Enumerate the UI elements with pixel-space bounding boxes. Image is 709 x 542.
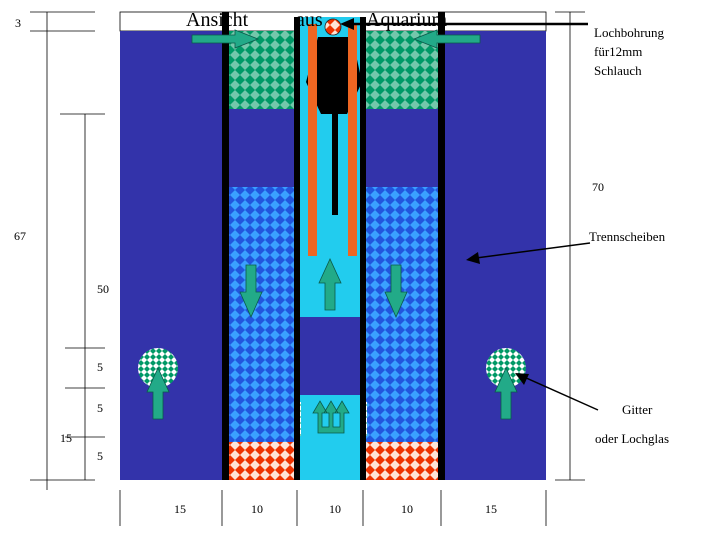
title-word-aquarium: Aquarium xyxy=(366,9,448,31)
dimension-width-4: 10 xyxy=(401,502,413,516)
dimension-width-1: 15 xyxy=(174,502,186,516)
flow-arrow-top-left-icon xyxy=(191,29,260,49)
flow-arrow-top-right-icon xyxy=(412,29,481,49)
dimension-section-height: 50 xyxy=(97,282,109,296)
dimension-lower-b: 5 xyxy=(97,401,103,415)
dimension-lower-c: 5 xyxy=(97,449,103,463)
flow-arrow-intake-icon xyxy=(312,400,350,434)
flow-arrow-up-right-icon xyxy=(494,367,518,420)
flow-arrow-down-right-icon xyxy=(384,264,408,318)
dimension-lower-total: 15 xyxy=(60,431,72,445)
annotation-hole-line1: Lochbohrung xyxy=(594,25,665,40)
dimension-total-height: 67 xyxy=(14,229,26,243)
dimension-lines-right xyxy=(555,11,585,481)
annotation-grid-line1: Gitter xyxy=(622,402,653,417)
flow-arrow-up-left-icon xyxy=(146,367,170,420)
divider-pane-3 xyxy=(360,17,366,480)
flow-arrow-up-center-icon xyxy=(318,258,342,311)
callout-arrow-grid xyxy=(515,373,599,411)
dimension-right-height: 70 xyxy=(592,180,604,194)
divider-pane-4 xyxy=(438,12,445,480)
right-red-media xyxy=(366,442,438,480)
tube-right xyxy=(348,24,357,256)
annotation-dividers: Trennscheiben xyxy=(589,229,666,244)
divider-pane-1 xyxy=(222,12,229,480)
pump-rod xyxy=(332,100,338,215)
callout-arrow-dividers xyxy=(466,242,591,264)
callout-arrow-hole xyxy=(340,18,588,30)
dimension-top-gap: 3 xyxy=(15,16,21,30)
dimension-lower-a: 5 xyxy=(97,360,103,374)
hose-hole-icon xyxy=(324,18,342,36)
dimension-lines-bottom xyxy=(119,490,547,526)
tube-left xyxy=(308,24,317,256)
divider-pane-2 xyxy=(294,17,300,480)
dimension-width-5: 15 xyxy=(485,502,497,516)
annotation-grid-line2: oder Lochglas xyxy=(595,431,669,446)
annotation-hole-line2: für12mm xyxy=(594,44,642,59)
flow-arrow-down-left-icon xyxy=(239,264,263,318)
left-red-media xyxy=(229,442,295,480)
dimension-width-3: 10 xyxy=(329,502,341,516)
left-blue-media xyxy=(229,187,295,442)
title-word-ansicht: Ansicht xyxy=(186,9,249,31)
title-word-aus: aus xyxy=(296,9,323,31)
dimension-width-2: 10 xyxy=(251,502,263,516)
annotation-hole-line3: Schlauch xyxy=(594,63,642,78)
dimension-lines-left xyxy=(30,11,105,490)
right-blue-media xyxy=(366,187,438,442)
